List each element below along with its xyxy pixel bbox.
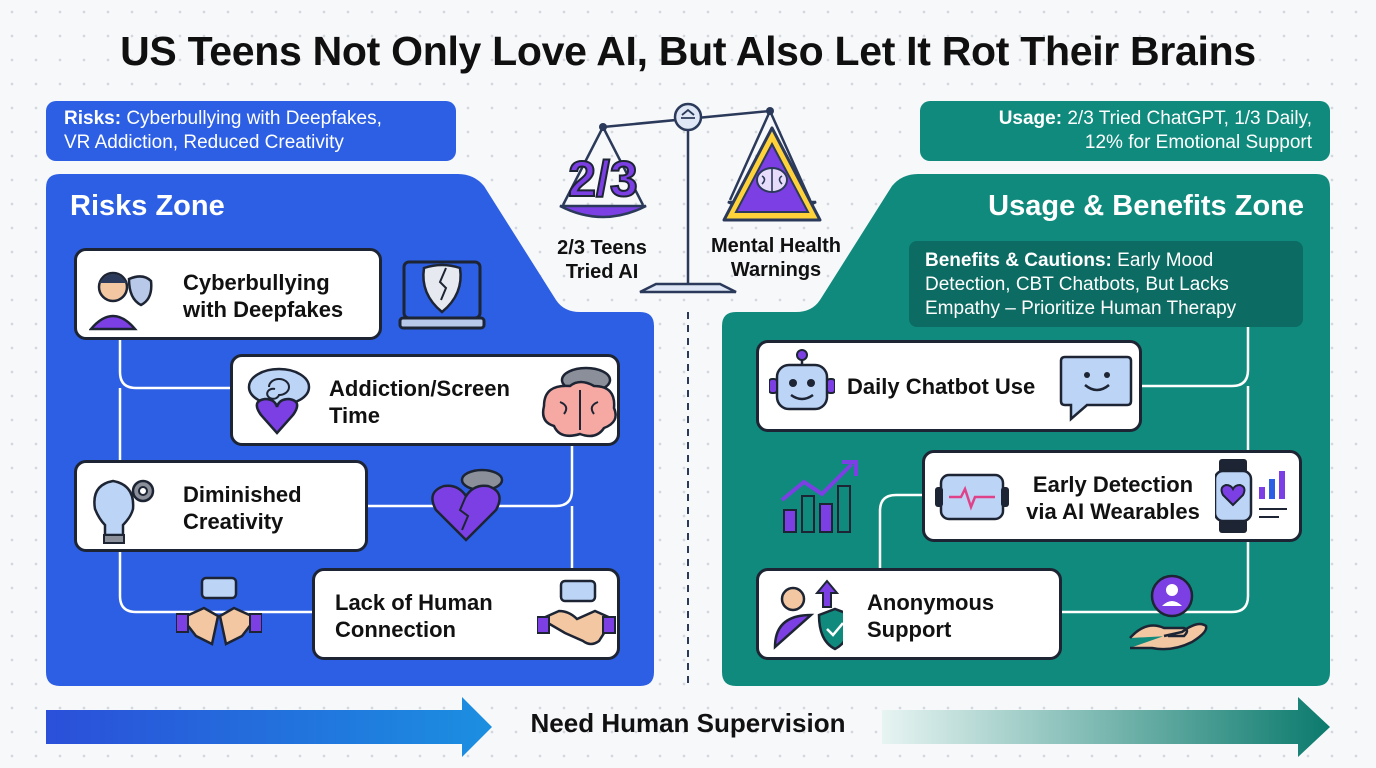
warning-brain-icon	[722, 126, 822, 222]
footer-arrow-right	[882, 697, 1330, 757]
benefit-card-daily-chatbot[interactable]: Daily Chatbot Use	[756, 340, 1142, 432]
person-shield-icon	[773, 579, 843, 651]
deepfake-laptop-icon	[398, 260, 486, 330]
page-title: US Teens Not Only Love AI, But Also Let …	[120, 28, 1256, 74]
footer-arrow-left	[46, 697, 492, 757]
footer-label: Need Human Supervision	[530, 708, 846, 738]
usage-tag-label: Usage:	[998, 108, 1063, 129]
usage-tag-line2: 12% for Emotional Support	[1084, 132, 1312, 153]
growth-chart-icon	[780, 460, 858, 533]
watch-stats-icon	[1215, 459, 1287, 533]
chat-bubble-smile-icon	[1059, 355, 1133, 422]
risks-connectors	[118, 338, 574, 614]
risks-zone-title: Risks Zone	[70, 190, 225, 222]
benefits-cautions-note: Benefits & Cautions: Early Mood Detectio…	[909, 241, 1303, 327]
fraction-stat: 2/3	[567, 150, 639, 208]
risks-tag-line1: Cyberbullying with Deepfakes,	[126, 108, 382, 129]
hand-person-icon	[1129, 574, 1208, 651]
swirl-broken-heart-icon	[247, 367, 311, 435]
smartwatch-heartbeat-icon	[935, 473, 1009, 521]
broken-handshake-icon	[176, 576, 262, 646]
usage-tag-line1: 2/3 Tried ChatGPT, 1/3 Daily,	[1067, 108, 1312, 129]
benefit-card-label: Daily Chatbot Use	[847, 374, 1036, 399]
risks-summary-tag: Risks: Cyberbullying with Deepfakes, VR …	[46, 101, 456, 161]
stormy-heart-icon	[431, 468, 504, 542]
benefits-zone-title: Usage & Benefits Zone	[988, 190, 1304, 222]
person-mask-icon	[89, 271, 153, 331]
risks-tag-label: Risks:	[64, 108, 122, 129]
usage-summary-tag: Usage: 2/3 Tried ChatGPT, 1/3 Daily, 12%…	[920, 101, 1330, 161]
risks-tag-line2: VR Addiction, Reduced Creativity	[64, 132, 344, 153]
handshake-chat-icon	[537, 579, 616, 646]
brain-cloud-icon	[541, 366, 617, 438]
lightbulb-gear-icon	[93, 479, 155, 544]
robot-icon	[769, 349, 835, 411]
benefits-connectors	[878, 326, 1250, 614]
